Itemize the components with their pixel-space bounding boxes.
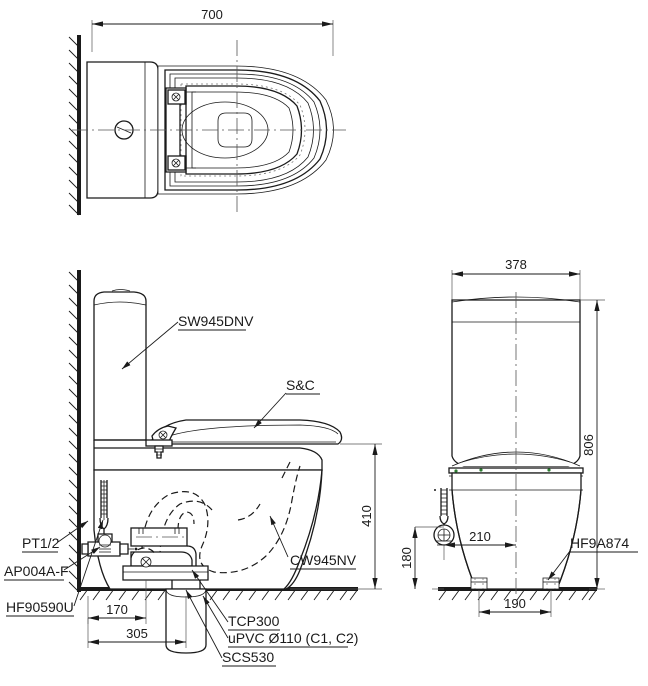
dimension-outlet-offset: 305 — [87, 596, 187, 648]
seat-side — [145, 419, 343, 459]
dimension-bolt-spacing: 190 — [478, 590, 552, 617]
top-view: 700 — [68, 7, 346, 216]
dimension-valve-side-offset: 210 — [443, 529, 516, 560]
supply-valve-front — [433, 488, 455, 546]
label-supply-thread-text: PT1/2 — [22, 535, 60, 551]
dimension-valve-height: 180 — [399, 526, 444, 590]
label-angle-valve: AP004A-F — [4, 546, 101, 581]
dim-305-value: 305 — [126, 626, 148, 641]
tank-plan — [86, 61, 159, 199]
centerlines-top — [72, 40, 346, 215]
label-waste-pipe: uPVC Ø110 (C1, C2) — [202, 595, 358, 648]
dim-180-value: 180 — [399, 547, 414, 569]
dim-210-value: 210 — [469, 529, 491, 544]
label-waste-pipe-text: uPVC Ø110 (C1, C2) — [228, 630, 358, 646]
wall-top — [68, 35, 81, 216]
dimension-total-height: 806 — [580, 299, 605, 590]
dim-170-value: 170 — [106, 602, 128, 617]
dim-190-value: 190 — [504, 596, 526, 611]
supply-assembly-side — [81, 480, 138, 557]
label-bowl-text: CW945NV — [290, 552, 357, 568]
label-floor-fixing-text: SCS530 — [222, 649, 274, 665]
label-angle-valve-text: AP004A-F — [4, 563, 69, 579]
dim-378-value: 378 — [505, 257, 527, 272]
dim-410-value: 410 — [359, 505, 374, 527]
label-tank: SW945DNV — [121, 313, 254, 370]
label-seat-text: S&C — [286, 377, 315, 393]
flex-hose — [100, 480, 108, 518]
trapway-side — [141, 461, 301, 574]
label-flex-hose: HF90590U — [6, 519, 104, 617]
front-view: 378 — [399, 257, 638, 617]
label-front-fixing: HF9A874 — [547, 535, 638, 581]
side-view: SW945DNV S&C CW945NV PT1/2 AP004A-F — [4, 270, 382, 667]
label-pan-connector-text: TCP300 — [228, 613, 280, 629]
label-front-fixing-text: HF9A874 — [570, 535, 629, 551]
dimension-seat-height: 410 — [290, 443, 382, 590]
label-flex-hose-text: HF90590U — [6, 599, 74, 615]
wall-side — [68, 270, 81, 593]
dim-806-value: 806 — [581, 434, 596, 456]
pan-connector-side — [122, 527, 209, 581]
label-floor-fixing: SCS530 — [185, 589, 276, 667]
dimension-valve-offset: 170 — [87, 580, 147, 624]
label-bowl: CW945NV — [269, 515, 357, 570]
dimension-front-width: 378 — [451, 257, 581, 300]
side-view-labels: SW945DNV S&C CW945NV PT1/2 AP004A-F — [4, 313, 358, 667]
label-seat: S&C — [253, 377, 320, 429]
label-tank-text: SW945DNV — [178, 313, 254, 329]
dimension-top-width: 700 — [91, 7, 334, 56]
dim-700-value: 700 — [201, 7, 223, 22]
cistern-side — [93, 289, 147, 441]
label-pan-connector: TCP300 — [191, 569, 280, 631]
label-supply-thread: PT1/2 — [22, 520, 89, 553]
angle-valve — [81, 533, 138, 557]
